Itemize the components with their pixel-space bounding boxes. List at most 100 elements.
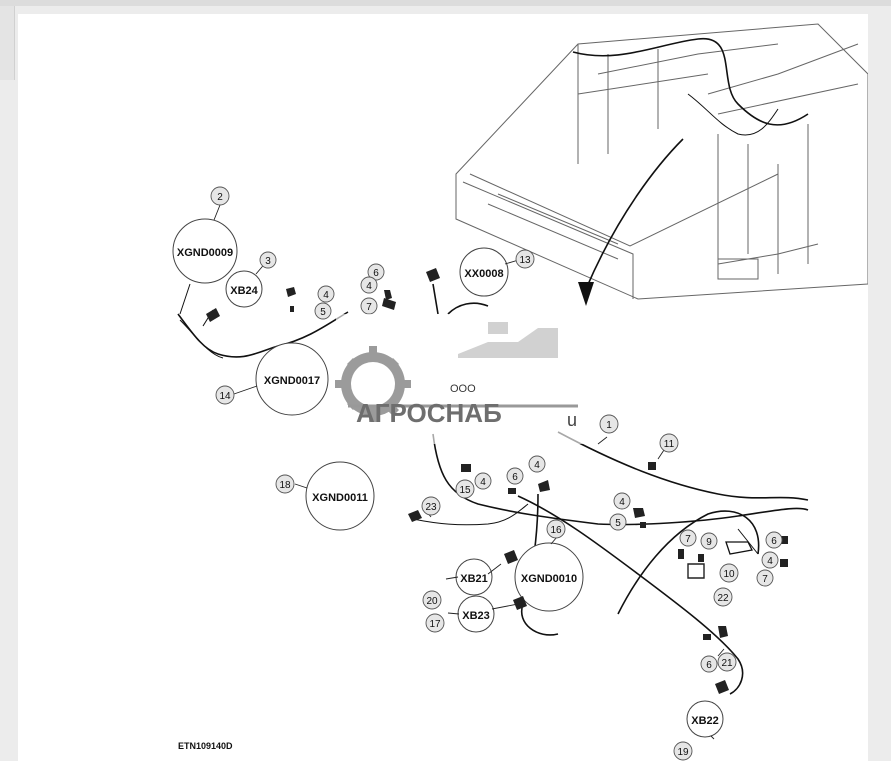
callout-15: 15 [455,479,475,499]
arrow-shaft [585,138,684,290]
bolt-icon [678,549,684,559]
svg-text:5: 5 [615,518,621,529]
figure-code: ETN109140D [178,741,233,751]
callout-6: 6 [506,467,524,485]
connector-xgnd0017: XGND0017 [255,342,329,416]
callout-18: 18 [275,474,295,494]
watermark-prefix: ООО [450,383,476,395]
svg-text:22: 22 [717,593,729,604]
bolt-icon [640,522,646,528]
svg-text:6: 6 [373,268,379,279]
callout-4: 4 [317,285,335,303]
svg-text:18: 18 [279,480,291,491]
side-panel-strip [0,6,15,80]
svg-text:5: 5 [320,307,326,318]
svg-text:3: 3 [265,256,271,267]
gear-icon [335,346,411,422]
callout-1: 1 [599,414,619,434]
bolt-icon [703,634,711,640]
svg-text:9: 9 [706,537,712,548]
svg-text:13: 13 [519,255,531,266]
callout-6: 6 [700,655,718,673]
callout-7: 7 [360,297,378,315]
connector-xb21: XB21 [455,558,493,596]
clip-icon [382,298,396,310]
svg-text:6: 6 [512,472,518,483]
callout-4: 4 [360,276,378,294]
callout-16: 16 [546,519,566,539]
svg-text:4: 4 [619,497,625,508]
clip-icon [286,287,296,297]
svg-text:4: 4 [366,281,372,292]
clip-icon [633,508,645,518]
callout-4: 4 [528,455,546,473]
diagram-page: XGND0009 XB24 XX0008 XGND0017 XGND0011 X… [18,14,868,761]
svg-text:7: 7 [685,534,691,545]
bracket-icon [687,563,705,579]
callout-14: 14 [215,385,235,405]
callout-17: 17 [425,613,445,633]
connector-xb22: XB22 [686,700,724,738]
callout-4: 4 [761,551,779,569]
connector-plug-icon [504,550,518,564]
clip-icon [538,480,550,492]
leader-lines [213,204,725,740]
combine-harvester-icon [458,328,558,358]
connector-plug-icon [715,680,729,694]
svg-text:7: 7 [366,302,372,313]
callout-4: 4 [613,492,631,510]
svg-text:4: 4 [534,460,540,471]
svg-text:2: 2 [217,192,223,203]
svg-text:23: 23 [425,502,437,513]
svg-text:14: 14 [219,391,231,402]
connector-label: XB23 [462,610,490,622]
connector-label: XGND0010 [521,573,577,585]
connector-label: XGND0017 [264,375,320,387]
svg-text:11: 11 [664,439,675,450]
svg-text:15: 15 [459,485,471,496]
svg-text:6: 6 [706,660,712,671]
callout-20: 20 [422,590,442,610]
svg-text:4: 4 [480,477,486,488]
machine-body-illustration [455,23,868,306]
connector-xgnd0010: XGND0010 [514,542,584,612]
svg-text:21: 21 [721,658,733,669]
svg-text:7: 7 [762,574,768,585]
connector-plug-icon [426,268,440,282]
connector-xb23: XB23 [457,595,495,633]
svg-text:4: 4 [767,556,773,567]
connector-xgnd0011: XGND0011 [305,461,375,531]
connector-label: XX0008 [464,268,503,280]
svg-text:1: 1 [606,420,612,431]
callout-13: 13 [515,249,535,269]
callout-6: 6 [367,263,385,281]
wiring-harness-diagram: XGND0009 XB24 XX0008 XGND0017 XGND0011 X… [172,23,868,761]
callout-9: 9 [700,532,718,550]
connector-label: XB22 [691,715,719,727]
callout-6: 6 [765,531,783,549]
watermark-logo: ООО АГРОСНАБ u [335,314,586,444]
svg-text:6: 6 [771,536,777,547]
callout-2: 2 [210,186,230,206]
clip-icon [718,626,728,638]
callout-11: 11 [659,433,679,453]
bolt-icon [384,290,392,300]
svg-text:16: 16 [550,525,562,536]
watermark-suffix: u [567,410,577,430]
small-parts [206,268,788,694]
connector-label: XGND0011 [312,492,368,504]
callout-22: 22 [713,587,733,607]
callout-3: 3 [259,251,277,269]
clip-icon [461,464,471,472]
callout-5: 5 [609,513,627,531]
browser-top-bar [0,0,891,6]
bolt-icon [648,462,656,470]
connector-plug-icon [206,308,220,322]
bolt-icon [698,554,704,562]
bolt-icon [508,488,516,494]
svg-text:4: 4 [323,290,329,301]
arrow-head-icon [578,282,594,306]
clip-icon [780,559,788,567]
callout-21: 21 [717,652,737,672]
svg-text:17: 17 [429,619,441,630]
